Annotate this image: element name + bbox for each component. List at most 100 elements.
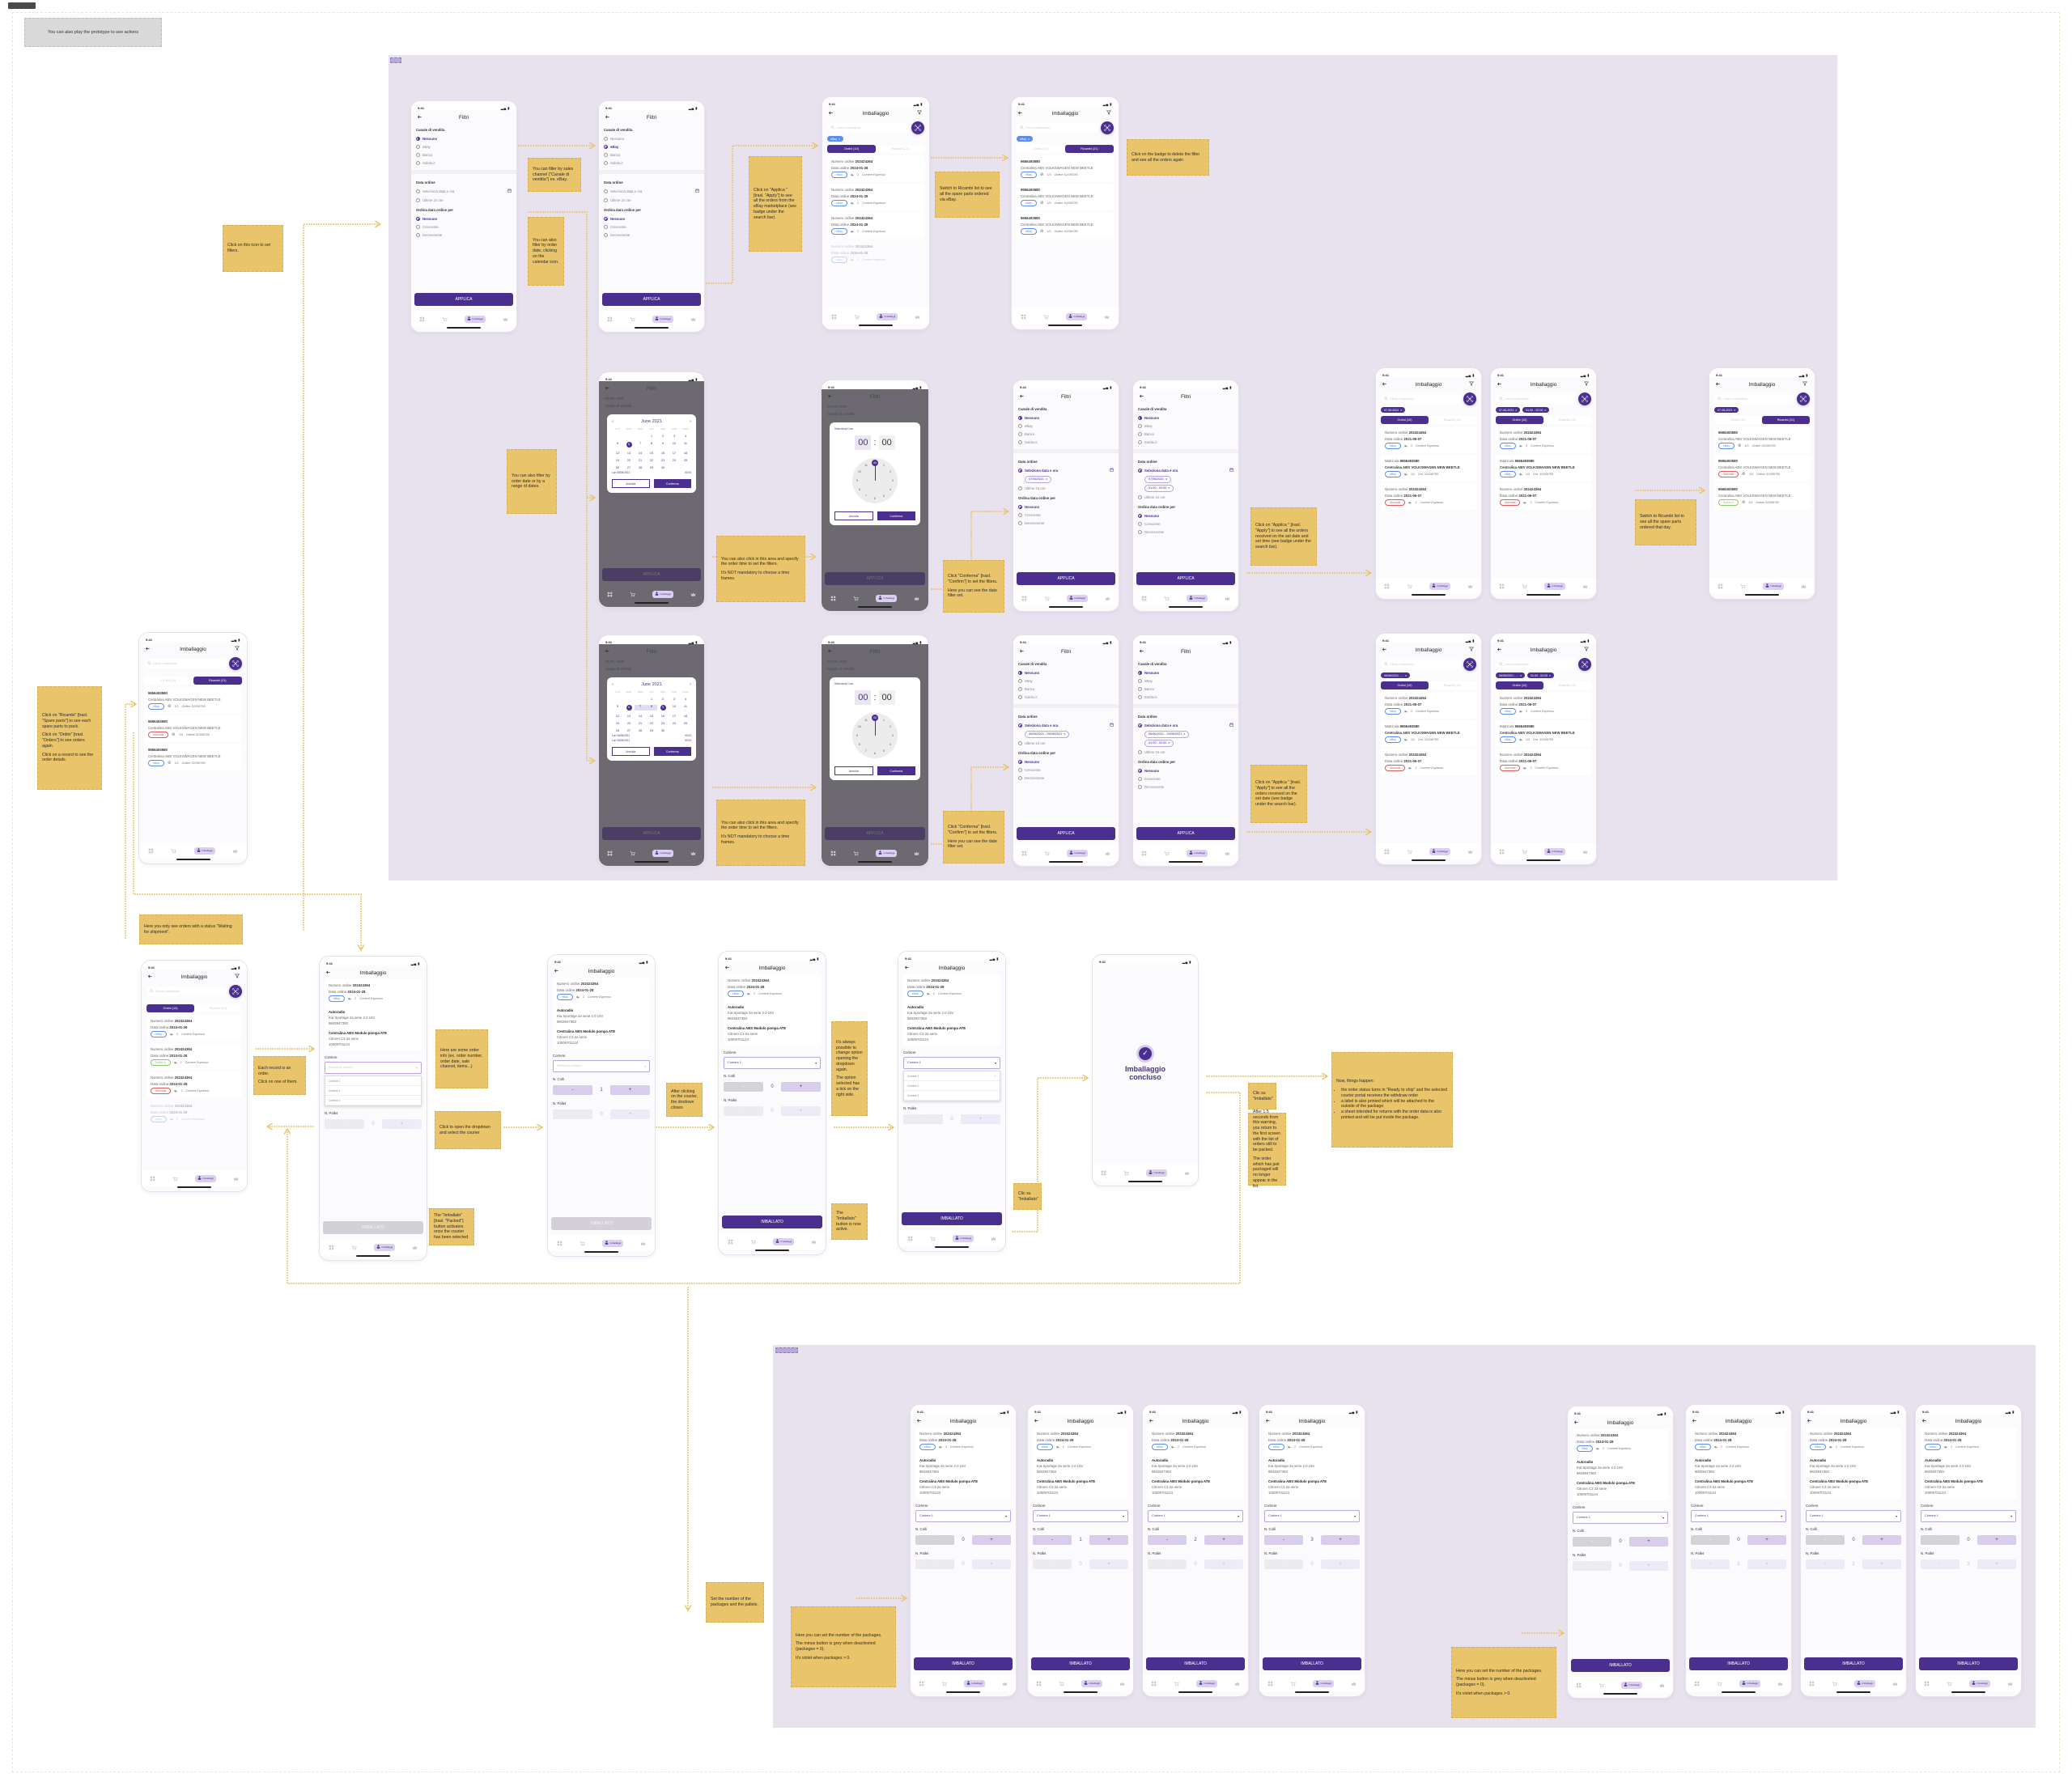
calendar-day[interactable]: 16 xyxy=(660,715,665,718)
radio-button[interactable] xyxy=(416,189,420,193)
nav-crown[interactable] xyxy=(2007,1681,2013,1687)
calendar-day[interactable]: 3 xyxy=(673,435,676,438)
imballato-button[interactable]: IMBALLATO xyxy=(914,1657,1013,1671)
plus-button[interactable]: + xyxy=(781,1082,821,1092)
pallets-stepper[interactable]: -0+ xyxy=(1573,1561,1668,1571)
sort-option[interactable]: Decrescente xyxy=(1018,521,1114,526)
plus-button[interactable]: + xyxy=(781,1106,821,1116)
nav-crown[interactable] xyxy=(690,851,696,856)
calendar-day[interactable]: 21 xyxy=(638,459,643,462)
courier-option[interactable]: Corriere 2 xyxy=(904,1081,1000,1091)
nav-cart[interactable] xyxy=(1522,583,1527,589)
courier-dropdown[interactable]: Corriere 1▾ xyxy=(1691,1510,1786,1522)
back-arrow-icon[interactable] xyxy=(1497,647,1503,653)
chip-close-icon[interactable]: x xyxy=(1064,732,1066,736)
nav-imballaggi[interactable]: Imballaggi xyxy=(963,1679,985,1687)
nav-cart[interactable] xyxy=(630,592,635,597)
sort-option[interactable]: Crescente xyxy=(1018,512,1114,517)
back-arrow-icon[interactable] xyxy=(904,965,911,971)
tab-ricambi[interactable]: Ricambi (21) xyxy=(1443,684,1462,687)
nav-dashboard[interactable] xyxy=(1021,851,1027,856)
sort-option[interactable]: Decrescente xyxy=(604,233,699,238)
calendar-day[interactable]: 19 xyxy=(615,459,620,462)
tab-ordini[interactable]: Ordini (10) xyxy=(827,145,876,153)
calendar-day[interactable]: 13 xyxy=(626,452,631,455)
nav-cart[interactable] xyxy=(1522,849,1527,855)
calendar-day[interactable]: 29 xyxy=(649,729,654,732)
nav-imballaggi[interactable]: Imballaggi xyxy=(773,1237,795,1245)
nav-cart[interactable] xyxy=(930,1236,936,1241)
nav-dashboard[interactable] xyxy=(1036,1681,1042,1687)
nav-cart[interactable] xyxy=(1947,1681,1952,1687)
plus-button[interactable]: + xyxy=(1862,1535,1901,1545)
radio-button[interactable] xyxy=(1018,512,1022,517)
minus-button[interactable]: - xyxy=(915,1535,954,1545)
next-month-button[interactable]: › xyxy=(690,419,691,424)
calendar-day[interactable]: 6 xyxy=(623,705,635,711)
chip-close-icon[interactable]: x xyxy=(1405,673,1407,677)
back-arrow-icon[interactable] xyxy=(417,114,423,121)
nav-cart[interactable] xyxy=(630,316,635,322)
chip-close-icon[interactable]: x xyxy=(1544,408,1547,412)
nav-dashboard[interactable] xyxy=(907,1236,913,1241)
date-option[interactable]: Seleziona data e ora xyxy=(1018,723,1114,728)
plus-button[interactable]: + xyxy=(1629,1561,1668,1571)
radio-button[interactable] xyxy=(1018,686,1022,691)
radio-button[interactable] xyxy=(416,216,420,221)
tab-ordini[interactable]: Ordini (10) xyxy=(1730,418,1746,422)
nav-dashboard[interactable] xyxy=(830,596,836,601)
calendar-day[interactable]: 6 xyxy=(623,442,635,448)
radio-button[interactable] xyxy=(604,189,608,193)
pallets-stepper[interactable]: -0+ xyxy=(325,1119,422,1129)
nav-cart[interactable] xyxy=(351,1245,357,1250)
nav-dashboard[interactable] xyxy=(150,1176,155,1182)
nav-dashboard[interactable] xyxy=(1576,1682,1582,1688)
back-arrow-icon[interactable] xyxy=(1019,393,1025,400)
minus-button[interactable]: - xyxy=(1691,1559,1730,1569)
channel-option[interactable]: Nessuno xyxy=(1018,670,1114,675)
courier-dropdown[interactable]: Corriere 1▾ xyxy=(1033,1510,1128,1522)
filter-icon[interactable] xyxy=(1106,110,1113,117)
clock-hour[interactable]: 5 xyxy=(883,494,885,499)
calendar-day[interactable]: 9 xyxy=(657,705,669,711)
back-arrow-icon[interactable] xyxy=(1497,381,1503,388)
calendar-icon[interactable] xyxy=(1229,468,1233,473)
radio-button[interactable] xyxy=(1138,670,1142,675)
plus-button[interactable]: + xyxy=(1977,1559,2016,1569)
minus-button[interactable]: - xyxy=(1921,1559,1959,1569)
radio-button[interactable] xyxy=(416,161,420,166)
back-arrow-icon[interactable] xyxy=(145,646,151,652)
calendar-day[interactable]: 7 xyxy=(639,442,642,445)
radio-button[interactable] xyxy=(1138,686,1142,691)
date-option[interactable]: Ultime 24 ore xyxy=(1138,749,1233,754)
nav-cart[interactable] xyxy=(1290,1681,1296,1687)
nav-dashboard[interactable] xyxy=(607,851,613,856)
tab-ordini[interactable]: Ordini (10) xyxy=(146,1004,194,1012)
clock-hour[interactable]: 10 xyxy=(858,725,861,728)
nav-cart[interactable] xyxy=(853,596,859,601)
channel-option[interactable]: Subito.it xyxy=(1018,695,1114,700)
nav-imballaggi[interactable]: Imballaggi xyxy=(877,312,898,320)
nav-imballaggi[interactable]: Imballaggi xyxy=(1145,1169,1167,1177)
calendar-day[interactable]: 9 xyxy=(661,442,664,445)
calendar-day[interactable]: 8 xyxy=(650,442,653,445)
cancel-button[interactable]: Annulla xyxy=(612,747,650,756)
pallets-stepper[interactable]: -2+ xyxy=(1806,1559,1901,1569)
nav-imballaggi[interactable]: Imballaggi xyxy=(1620,1681,1642,1689)
calendar-day[interactable]: 22 xyxy=(649,459,654,462)
nav-dashboard[interactable] xyxy=(1924,1681,1930,1687)
calendar-day[interactable]: 5 xyxy=(616,442,619,445)
clock-hour[interactable]: 8 xyxy=(858,488,860,491)
clock-hour[interactable]: 00 xyxy=(872,715,878,721)
packages-stepper[interactable]: -0+ xyxy=(724,1082,821,1092)
